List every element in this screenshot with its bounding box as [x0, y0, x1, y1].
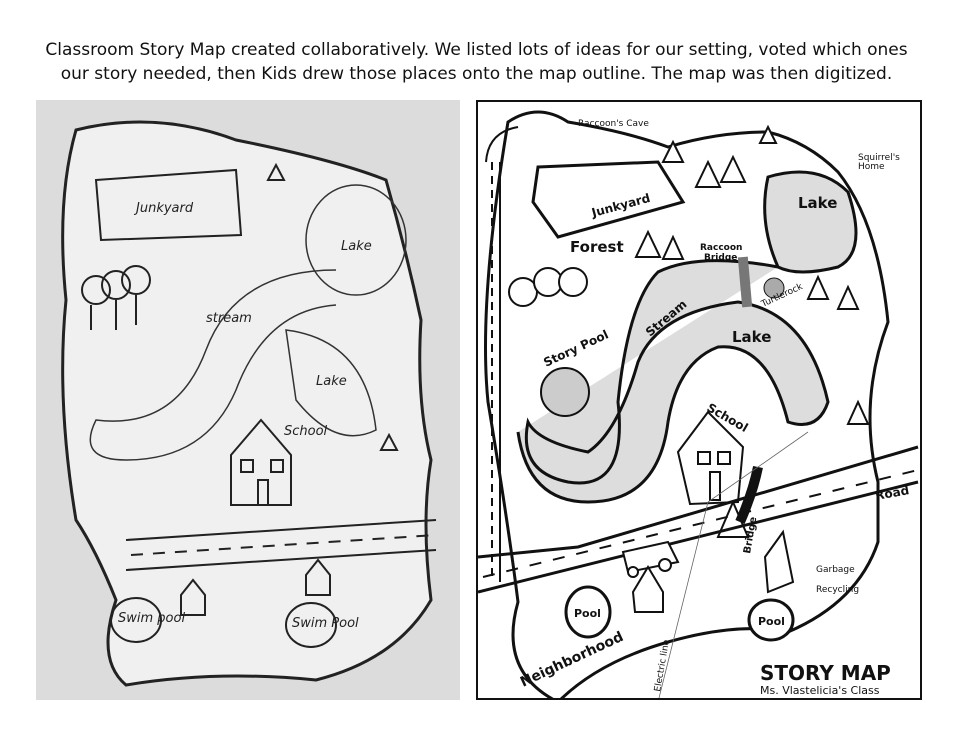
label-squirrels-home-2: Home	[858, 162, 885, 172]
label-recycling: Recycling	[816, 585, 859, 595]
digital-map-drawing: Junkyard Raccoon's Cave Squirrel's Home …	[478, 110, 919, 698]
turtlerock-icon	[763, 277, 785, 299]
caption-line-1: Classroom Story Map created collaborativ…	[45, 40, 908, 60]
label-raccoon-bridge-2: Bridge	[704, 253, 737, 263]
label-lake-top: Lake	[341, 239, 372, 254]
label-lake-top: Lake	[798, 194, 837, 212]
houses-icon	[180, 558, 331, 616]
label-pool-right: Pool	[758, 615, 785, 628]
trees-icon	[81, 162, 399, 451]
label-stream: stream	[206, 311, 252, 326]
label-road: Road	[874, 483, 910, 503]
hand-drawn-map-photo: Junkyard Lake stream Lake School Swim po…	[36, 100, 460, 700]
label-lake-bottom: Lake	[316, 374, 347, 389]
hand-drawn-map-drawing: Junkyard Lake stream Lake School Swim po…	[36, 100, 460, 700]
car-icon	[621, 540, 680, 578]
label-pool-right: Swim Pool	[292, 616, 359, 631]
label-school: School	[284, 424, 328, 439]
label-junkyard: Junkyard	[133, 201, 194, 216]
label-pool-left: Pool	[574, 607, 601, 620]
map-title: STORY MAP	[760, 661, 891, 685]
label-squirrels-home-1: Squirrel's	[858, 153, 900, 163]
label-lake-bottom: Lake	[732, 328, 771, 346]
caption-line-2: our story needed, then Kids drew those p…	[60, 64, 893, 84]
house-icons	[631, 529, 795, 613]
label-forest: Forest	[570, 238, 624, 256]
label-garbage: Garbage	[816, 565, 855, 575]
school-icon	[230, 418, 292, 506]
raccoon-bridge-icon	[737, 256, 753, 308]
label-pool-left: Swim pool	[118, 611, 185, 626]
digitized-story-map: Junkyard Raccoon's Cave Squirrel's Home …	[476, 100, 922, 700]
deciduous-trees-icon	[508, 267, 588, 307]
caption: Classroom Story Map created collaborativ…	[0, 38, 953, 86]
school-icon	[676, 410, 745, 506]
label-raccoon-bridge-1: Raccoon	[700, 243, 742, 253]
map-subtitle: Ms. Vlastelicia's Class	[760, 684, 880, 697]
label-raccoons-cave: Raccoon's Cave	[578, 119, 649, 129]
tree-icons	[634, 124, 870, 538]
